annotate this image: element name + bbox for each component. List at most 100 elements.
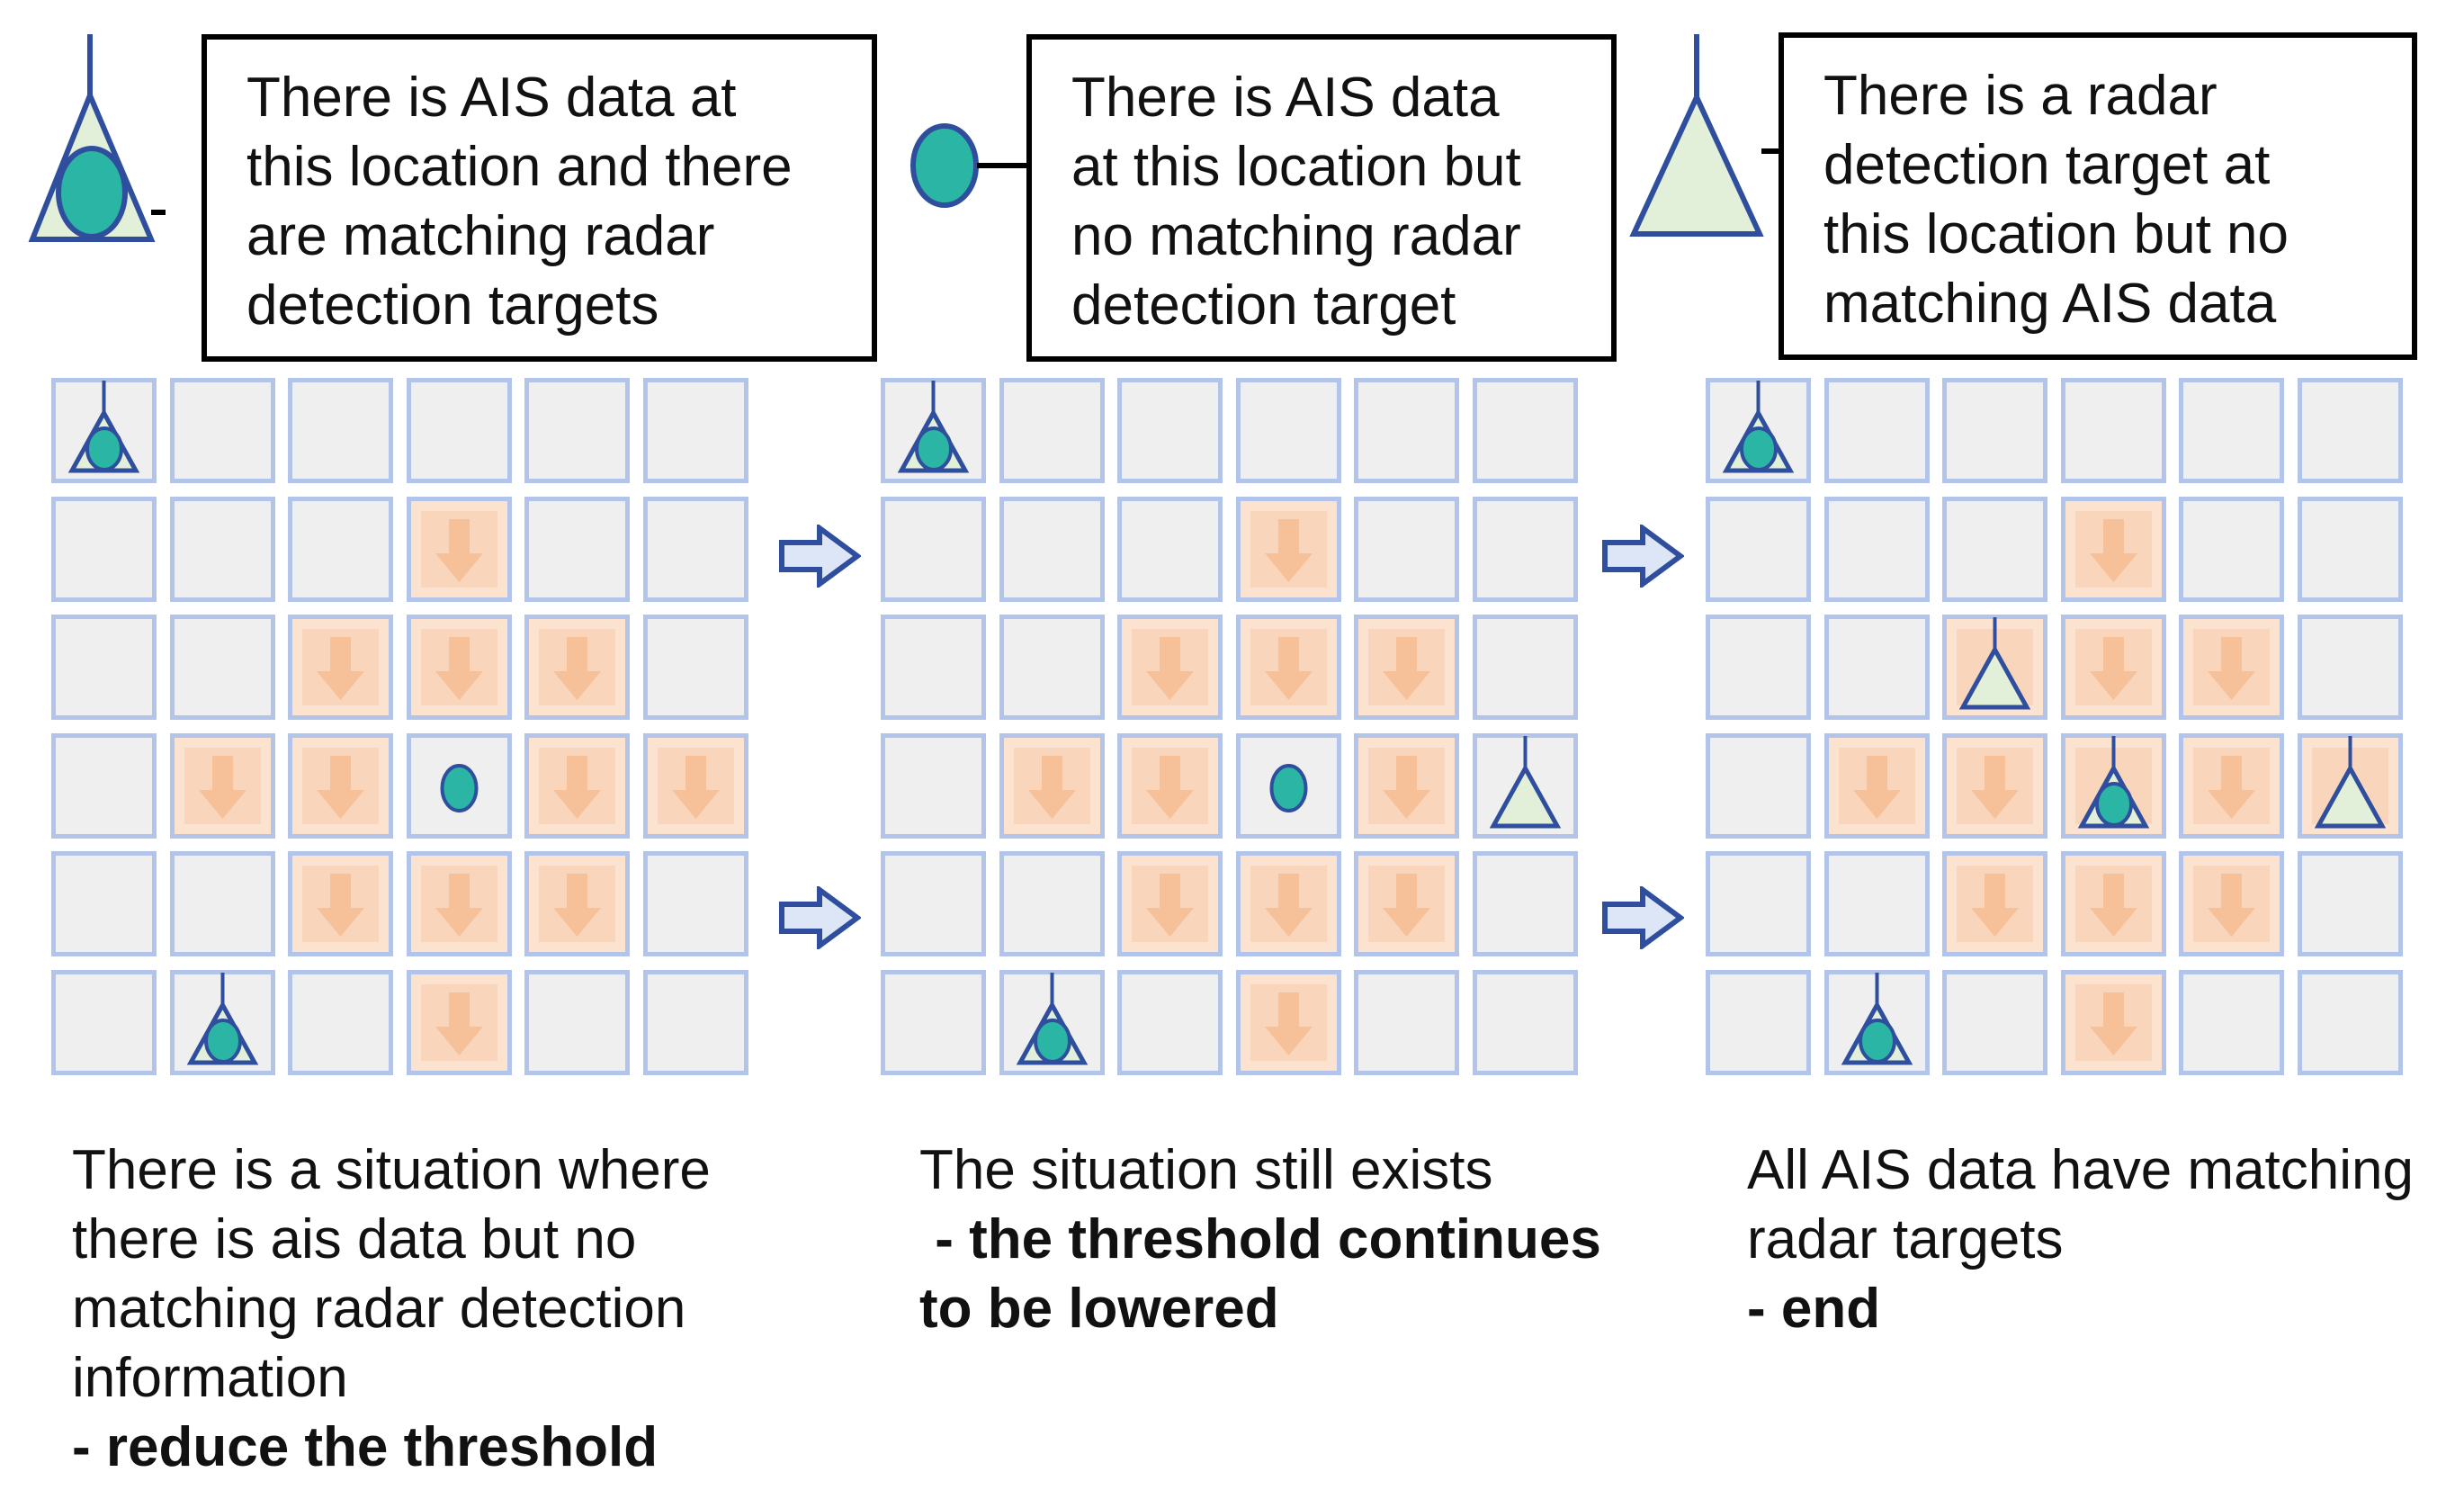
radar-only-marker-icon [1489,736,1562,829]
grid-cell [51,497,157,602]
grid-cell [1706,851,1811,956]
grid-cell [2298,497,2403,602]
caption-action: - end [1747,1278,1881,1340]
down-arrow-icon [1265,874,1313,937]
caption-action: - the threshold continues [919,1208,1601,1270]
grid-cell [643,497,748,602]
caption-line: information [72,1347,348,1409]
caption-line: radar targets [1747,1208,2064,1270]
caption-step-1: There is a situation where there is ais … [72,1135,711,1482]
down-arrow-icon [1971,756,2019,819]
grid-cell [2298,378,2403,483]
grid-cell [1706,733,1811,839]
legend-text-line: There is AIS data [1071,67,1500,129]
grid-cell [999,851,1105,956]
grid-cell [999,497,1105,602]
down-arrow-icon [1146,756,1194,819]
down-arrow-icon [553,637,601,700]
legend-item-ais-radar: There is AIS data at this location and t… [202,34,877,362]
grid-cell [1354,970,1459,1075]
ais-radar-marker-icon [186,973,259,1065]
down-arrow-icon [435,992,483,1055]
caption-line: matching radar detection [72,1278,686,1340]
grid-cell [407,497,512,602]
grid-cell [288,851,393,956]
legend-text-line: at this location but [1071,136,1521,198]
grid-cell [1473,497,1578,602]
grid-cell [1473,851,1578,956]
grid-cell [524,851,630,956]
down-arrow-icon [1265,992,1313,1055]
grid-cell [51,970,157,1075]
grid-cell [2179,497,2284,602]
caption-line: there is ais data but no [72,1208,637,1270]
grid-cell [881,851,986,956]
grid-cell [524,970,630,1075]
grid-cell [1824,615,1930,720]
ais-radar-marker-icon [1016,973,1089,1065]
grid-cell [1236,851,1341,956]
grid-cell [1942,497,2047,602]
legend-text-line: matching AIS data [1823,273,2277,335]
ais-only-icon [910,123,1031,208]
grid-cell [1236,378,1341,483]
caption-step-3: All AIS data have matching radar targets… [1747,1135,2414,1343]
grid-cell [1942,851,2047,956]
grid-cell [1473,615,1578,720]
grid-cell [1473,970,1578,1075]
grid-cell [2061,733,2166,839]
legend-text-line: are matching radar [246,205,715,267]
down-arrow-icon [2090,992,2137,1055]
grid-cell [2298,851,2403,956]
grid-cell [2061,497,2166,602]
down-arrow-icon [317,756,364,819]
grid-cell [524,615,630,720]
legend-text-line: this location and there [246,136,793,198]
grid-cell [407,378,512,483]
grid-cell [2061,851,2166,956]
down-arrow-icon [1853,756,1901,819]
grid-cell [51,851,157,956]
grid-cell [1354,497,1459,602]
down-arrow-icon [1265,519,1313,582]
grid-cell [524,733,630,839]
legend-text-line: no matching radar [1071,205,1521,267]
grid-cell [51,733,157,839]
ais-with-radar-icon [28,34,166,242]
grid-cell [51,378,157,483]
grid-cell [1706,497,1811,602]
ais-radar-marker-icon [1841,973,1913,1065]
grid-cell [407,733,512,839]
radar-only-marker-icon [1958,617,2031,710]
down-arrow-icon [1383,756,1430,819]
grid-cell [170,497,275,602]
grid-cell [170,615,275,720]
grid-cell [643,970,748,1075]
legend-text-line: There is AIS data at [246,67,737,129]
grid-cell [288,615,393,720]
flow-arrow-icon [779,525,861,588]
grid-cell [2298,970,2403,1075]
down-arrow-icon [2090,874,2137,937]
grid-cell [170,970,275,1075]
ais-radar-marker-icon [1722,381,1795,473]
down-arrow-icon [553,874,601,937]
grid-cell [407,615,512,720]
grid-cell [643,851,748,956]
grid-cell [881,378,986,483]
caption-line: The situation still exists [919,1139,1493,1201]
grid-cell [170,851,275,956]
grid-cell [1236,497,1341,602]
grid-cell [881,615,986,720]
grid-cell [1236,615,1341,720]
caption-line: There is a situation where [72,1139,711,1201]
grid-cell [881,970,986,1075]
ais-radar-marker-icon [2077,736,2150,829]
grid-cell [1236,733,1341,839]
flow-arrow-icon [779,886,861,949]
caption-line: All AIS data have matching [1747,1139,2415,1201]
grid-cell [2179,733,2284,839]
grid-cell [1117,970,1223,1075]
legend-item-radar-only: There is a radar detection target at thi… [1779,32,2417,360]
grid-cell [1706,615,1811,720]
